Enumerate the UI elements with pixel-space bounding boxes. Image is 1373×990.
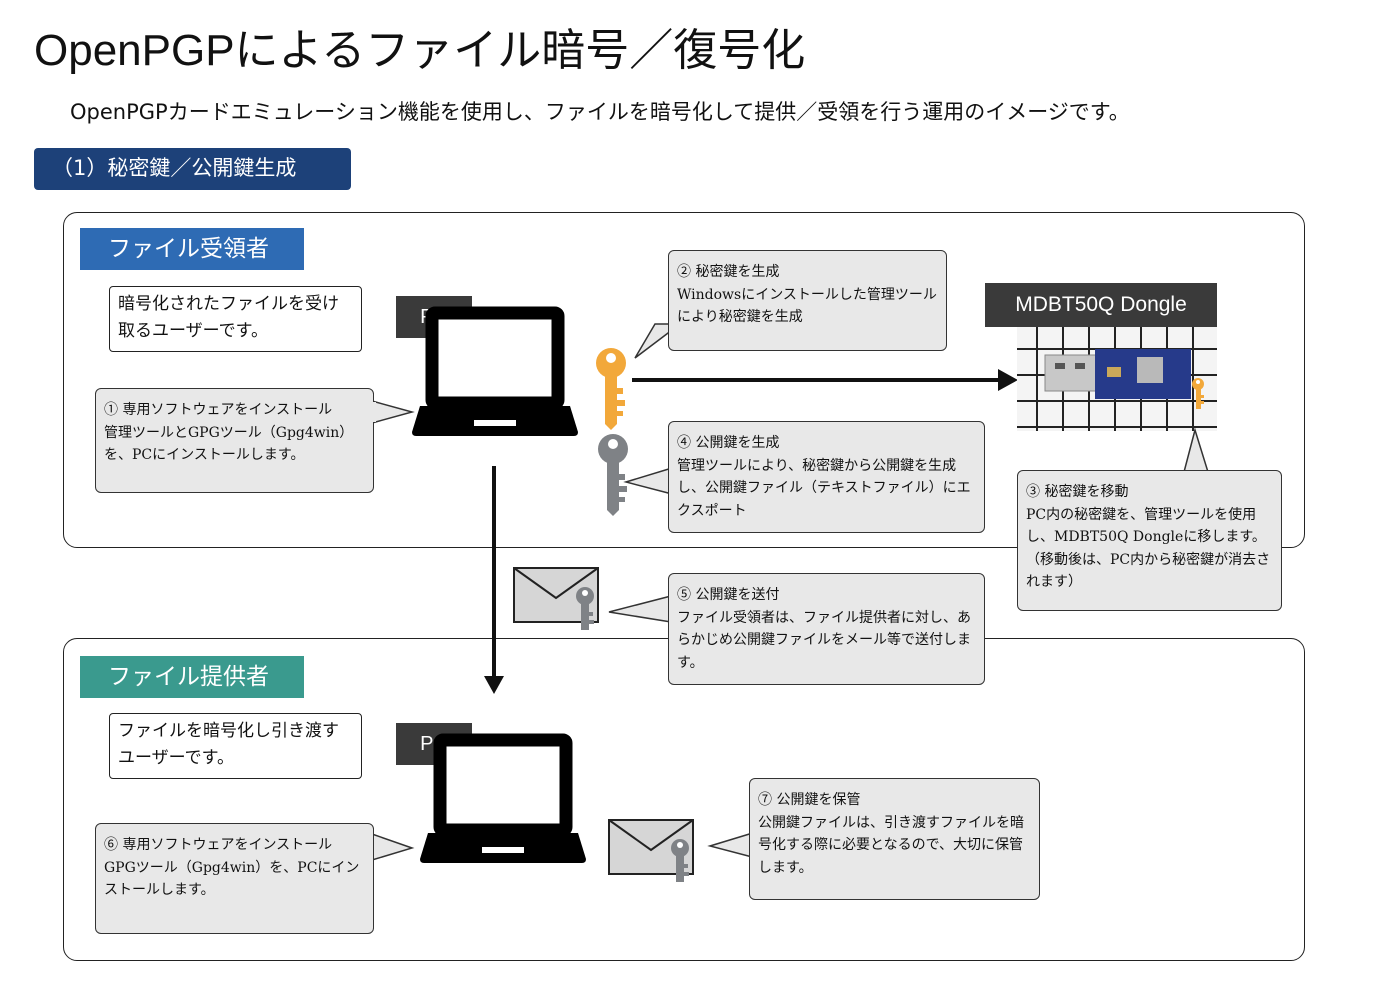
provider-laptop-icon	[420, 733, 586, 863]
step-6-body: GPGツール（Gpg4win）を、PCにインストールします。	[104, 859, 360, 899]
step-4-callout: ④ 公開鍵を生成 管理ツールにより、秘密鍵から公開鍵を生成し、公開鍵ファイル（テ…	[668, 421, 985, 533]
step-2-callout: ② 秘密鍵を生成 Windowsにインストールした管理ツールにより秘密鍵を生成	[668, 250, 947, 351]
arrow-to-dongle-head	[998, 369, 1018, 391]
step-3-callout: ③ 秘密鍵を移動 PC内の秘密鍵を、管理ツールを使用し、MDBT50Q Dong…	[1017, 470, 1282, 611]
step-7-head: ⑦ 公開鍵を保管	[758, 792, 861, 808]
receiver-role-label: ファイル受領者	[80, 228, 304, 270]
step-3-body: PC内の秘密鍵を、管理ツールを使用し、MDBT50Q Dongleに移します。（…	[1026, 506, 1271, 591]
step-1-body: 管理ツールとGPGツール（Gpg4win）を、PCにインストールします。	[104, 424, 354, 464]
section-label: （1）秘密鍵／公開鍵生成	[34, 148, 351, 190]
arrow-down-head	[484, 676, 504, 694]
page-subtitle: OpenPGPカードエミュレーション機能を使用し、ファイルを暗号化して提供／受領…	[70, 100, 1130, 124]
usb-dongle-photo	[1017, 327, 1217, 431]
step-2-head: ② 秘密鍵を生成	[677, 264, 780, 280]
step-4-head: ④ 公開鍵を生成	[677, 435, 780, 451]
step-6-callout: ⑥ 専用ソフトウェアをインストール GPGツール（Gpg4win）を、PCにイン…	[95, 823, 374, 934]
step-2-body: Windowsにインストールした管理ツールにより秘密鍵を生成	[677, 286, 937, 326]
dongle-label: MDBT50Q Dongle	[985, 283, 1217, 327]
step-4-body: 管理ツールにより、秘密鍵から公開鍵を生成し、公開鍵ファイル（テキストファイル）に…	[677, 457, 971, 519]
step-6-head: ⑥ 専用ソフトウェアをインストール	[104, 837, 333, 853]
step-1-callout: ① 専用ソフトウェアをインストール 管理ツールとGPGツール（Gpg4win）を…	[95, 388, 374, 493]
step-1-head: ① 専用ソフトウェアをインストール	[104, 402, 333, 418]
step-5-head: ⑤ 公開鍵を送付	[677, 587, 780, 603]
provider-role-label: ファイル提供者	[80, 656, 304, 698]
envelope-icon	[513, 567, 599, 630]
step-3-head: ③ 秘密鍵を移動	[1026, 484, 1129, 500]
step-7-body: 公開鍵ファイルは、引き渡すファイルを暗号化する際に必要となるので、大切に保管しま…	[758, 814, 1024, 876]
receiver-description: 暗号化されたファイルを受け取るユーザーです。	[109, 286, 362, 352]
receiver-laptop-icon	[412, 306, 578, 436]
provider-description: ファイルを暗号化し引き渡すユーザーです。	[109, 713, 362, 779]
secret-key-icon	[596, 348, 626, 430]
envelope-icon-provider	[608, 819, 694, 882]
step-5-body: ファイル受領者は、ファイル提供者に対し、あらかじめ公開鍵ファイルをメール等で送付…	[677, 609, 971, 671]
step-7-callout: ⑦ 公開鍵を保管 公開鍵ファイルは、引き渡すファイルを暗号化する際に必要となるの…	[749, 778, 1040, 900]
public-key-icon	[598, 434, 628, 516]
page-title: OpenPGPによるファイル暗号／復号化	[34, 26, 806, 75]
step-5-callout: ⑤ 公開鍵を送付 ファイル受領者は、ファイル提供者に対し、あらかじめ公開鍵ファイ…	[668, 573, 985, 685]
